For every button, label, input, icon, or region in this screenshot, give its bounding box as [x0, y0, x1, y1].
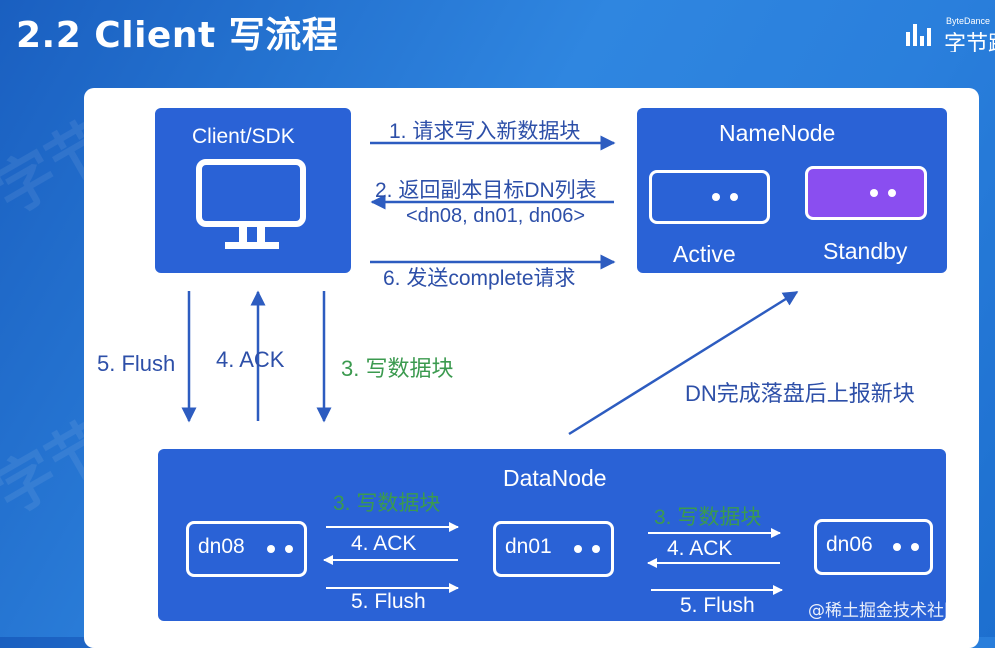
client-label: Client/SDK: [192, 125, 295, 148]
pipe1-flush-label: 5. Flush: [351, 590, 426, 613]
logo-bars-icon: [906, 24, 938, 46]
server-dot-icon: [574, 545, 582, 553]
bytedance-logo: ByteDance 字节跳: [906, 16, 995, 52]
ack-label: 4. ACK: [216, 347, 285, 372]
active-label: Active: [673, 241, 736, 267]
datanode-label: DataNode: [503, 465, 607, 491]
server-dot-icon: [893, 543, 901, 551]
logo-brand-big: 字节跳: [944, 32, 995, 52]
flush-label: 5. Flush: [97, 351, 176, 376]
arrow-report-block: [568, 290, 799, 436]
datanode-dn06: dn06: [814, 519, 933, 575]
report-block-label: DN完成落盘后上报新块: [685, 381, 915, 406]
logo-brand-small: ByteDance: [946, 16, 991, 26]
namenode-label: NameNode: [719, 120, 836, 146]
monitor-icon: [196, 159, 306, 249]
server-dot-icon: [730, 193, 738, 201]
dn06-label: dn06: [826, 533, 873, 556]
server-dot-icon: [888, 189, 896, 197]
dn08-label: dn08: [198, 535, 245, 558]
server-dot-icon: [285, 545, 293, 553]
namenode-standby-server: [805, 166, 927, 220]
server-dot-icon: [712, 193, 720, 201]
server-dot-icon: [267, 545, 275, 553]
step2-label: 2. 返回副本目标DN列表: [375, 179, 597, 202]
datanode-dn08: dn08: [186, 521, 307, 577]
step2-dn-list: <dn08, dn01, dn06>: [406, 205, 586, 227]
step6-label: 6. 发送complete请求: [383, 267, 576, 290]
standby-label: Standby: [823, 238, 908, 264]
client-sdk-box: Client/SDK: [155, 108, 351, 273]
pipe2-write-label: 3. 写数据块: [654, 506, 762, 529]
namenode-active-server: [649, 170, 770, 224]
server-dot-icon: [911, 543, 919, 551]
pipe2-flush-label: 5. Flush: [680, 594, 755, 617]
namenode-box: NameNode Active Standby: [637, 108, 947, 273]
datanode-dn01: dn01: [493, 521, 614, 577]
footer-watermark: @稀土掘金技术社区: [808, 601, 961, 621]
server-dot-icon: [870, 189, 878, 197]
slide-title: 2.2 Client 写流程: [16, 15, 339, 56]
pipe2-ack-label: 4. ACK: [667, 537, 733, 560]
datanode-box: DataNode dn08 dn01 dn06: [158, 449, 946, 621]
pipe1-ack-label: 4. ACK: [351, 532, 417, 555]
write-label: 3. 写数据块: [341, 356, 454, 381]
server-dot-icon: [592, 545, 600, 553]
step1-label: 1. 请求写入新数据块: [389, 120, 581, 143]
pipe1-write-label: 3. 写数据块: [333, 492, 441, 515]
dn01-label: dn01: [505, 535, 552, 558]
